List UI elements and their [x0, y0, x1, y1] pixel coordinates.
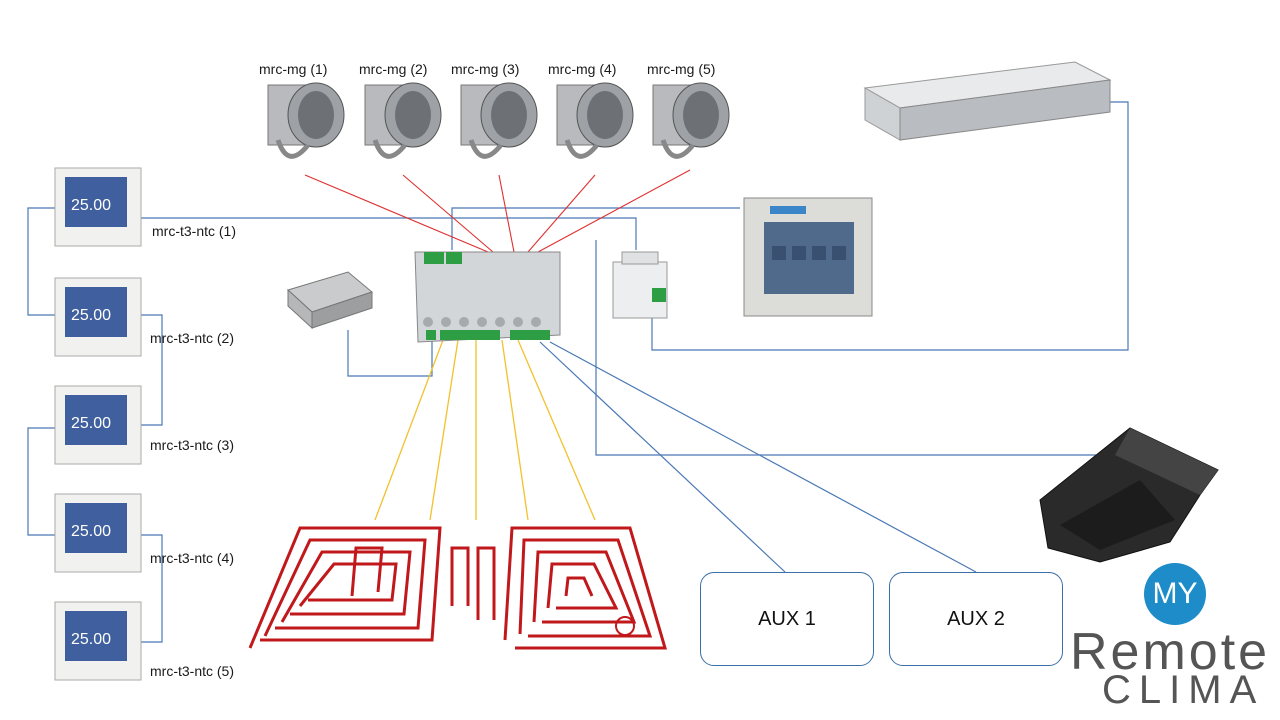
damper-label-3: mrc-mg (3) [451, 61, 520, 77]
touch-panel [743, 197, 873, 317]
damper-wires [304, 169, 691, 253]
thermostat-label-4: mrc-t3-ntc (4) [150, 550, 234, 566]
power-supply [287, 271, 374, 330]
thermostat-1: 25.00 [54, 167, 142, 247]
thermostat-3: 25.00 [54, 385, 142, 465]
thermostat-label-3: mrc-t3-ntc (3) [150, 437, 234, 453]
damper-2 [364, 82, 442, 159]
thermostat-display: 25.00 [71, 307, 111, 324]
damper-group [267, 82, 730, 159]
damper-label-2: mrc-mg (2) [359, 61, 428, 77]
thermostat-display: 25.00 [71, 631, 111, 648]
aux-1-label: AUX 1 [758, 607, 816, 630]
thermostat-label-1: mrc-t3-ntc (1) [152, 223, 236, 239]
aux-2-label: AUX 2 [947, 607, 1005, 630]
damper-label-1: mrc-mg (1) [259, 61, 328, 77]
thermostat-label-2: mrc-t3-ntc (2) [150, 330, 234, 346]
thermostat-5: 25.00 [54, 601, 142, 681]
logo-remote-text: Remote [1070, 623, 1271, 681]
blue-wires [27, 101, 1129, 643]
floor-heating-coil [248, 526, 667, 650]
thermostat-group: 25.00 25.00 25.00 25.00 25.00 [54, 167, 142, 681]
floor-wires [374, 339, 596, 521]
thermostat-display: 25.00 [71, 523, 111, 540]
logo-my-badge: MY [1144, 563, 1206, 625]
thermostat-display: 25.00 [71, 197, 111, 214]
aux-1-box: AUX 1 [700, 572, 874, 666]
cassette-unit [1039, 427, 1219, 563]
logo-clima-text: CLIMA [1102, 668, 1265, 712]
damper-4 [556, 82, 634, 159]
damper-1 [267, 82, 345, 159]
controller-board [414, 251, 561, 343]
aux-2-box: AUX 2 [889, 572, 1063, 666]
din-module [612, 251, 668, 319]
thermostat-display: 25.00 [71, 415, 111, 432]
thermostat-4: 25.00 [54, 493, 142, 573]
thermostat-2: 25.00 [54, 277, 142, 357]
ducted-air-unit [863, 61, 1112, 141]
damper-5 [652, 82, 730, 159]
damper-label-5: mrc-mg (5) [647, 61, 716, 77]
damper-3 [460, 82, 538, 159]
damper-label-4: mrc-mg (4) [548, 61, 617, 77]
thermostat-label-5: mrc-t3-ntc (5) [150, 663, 234, 679]
